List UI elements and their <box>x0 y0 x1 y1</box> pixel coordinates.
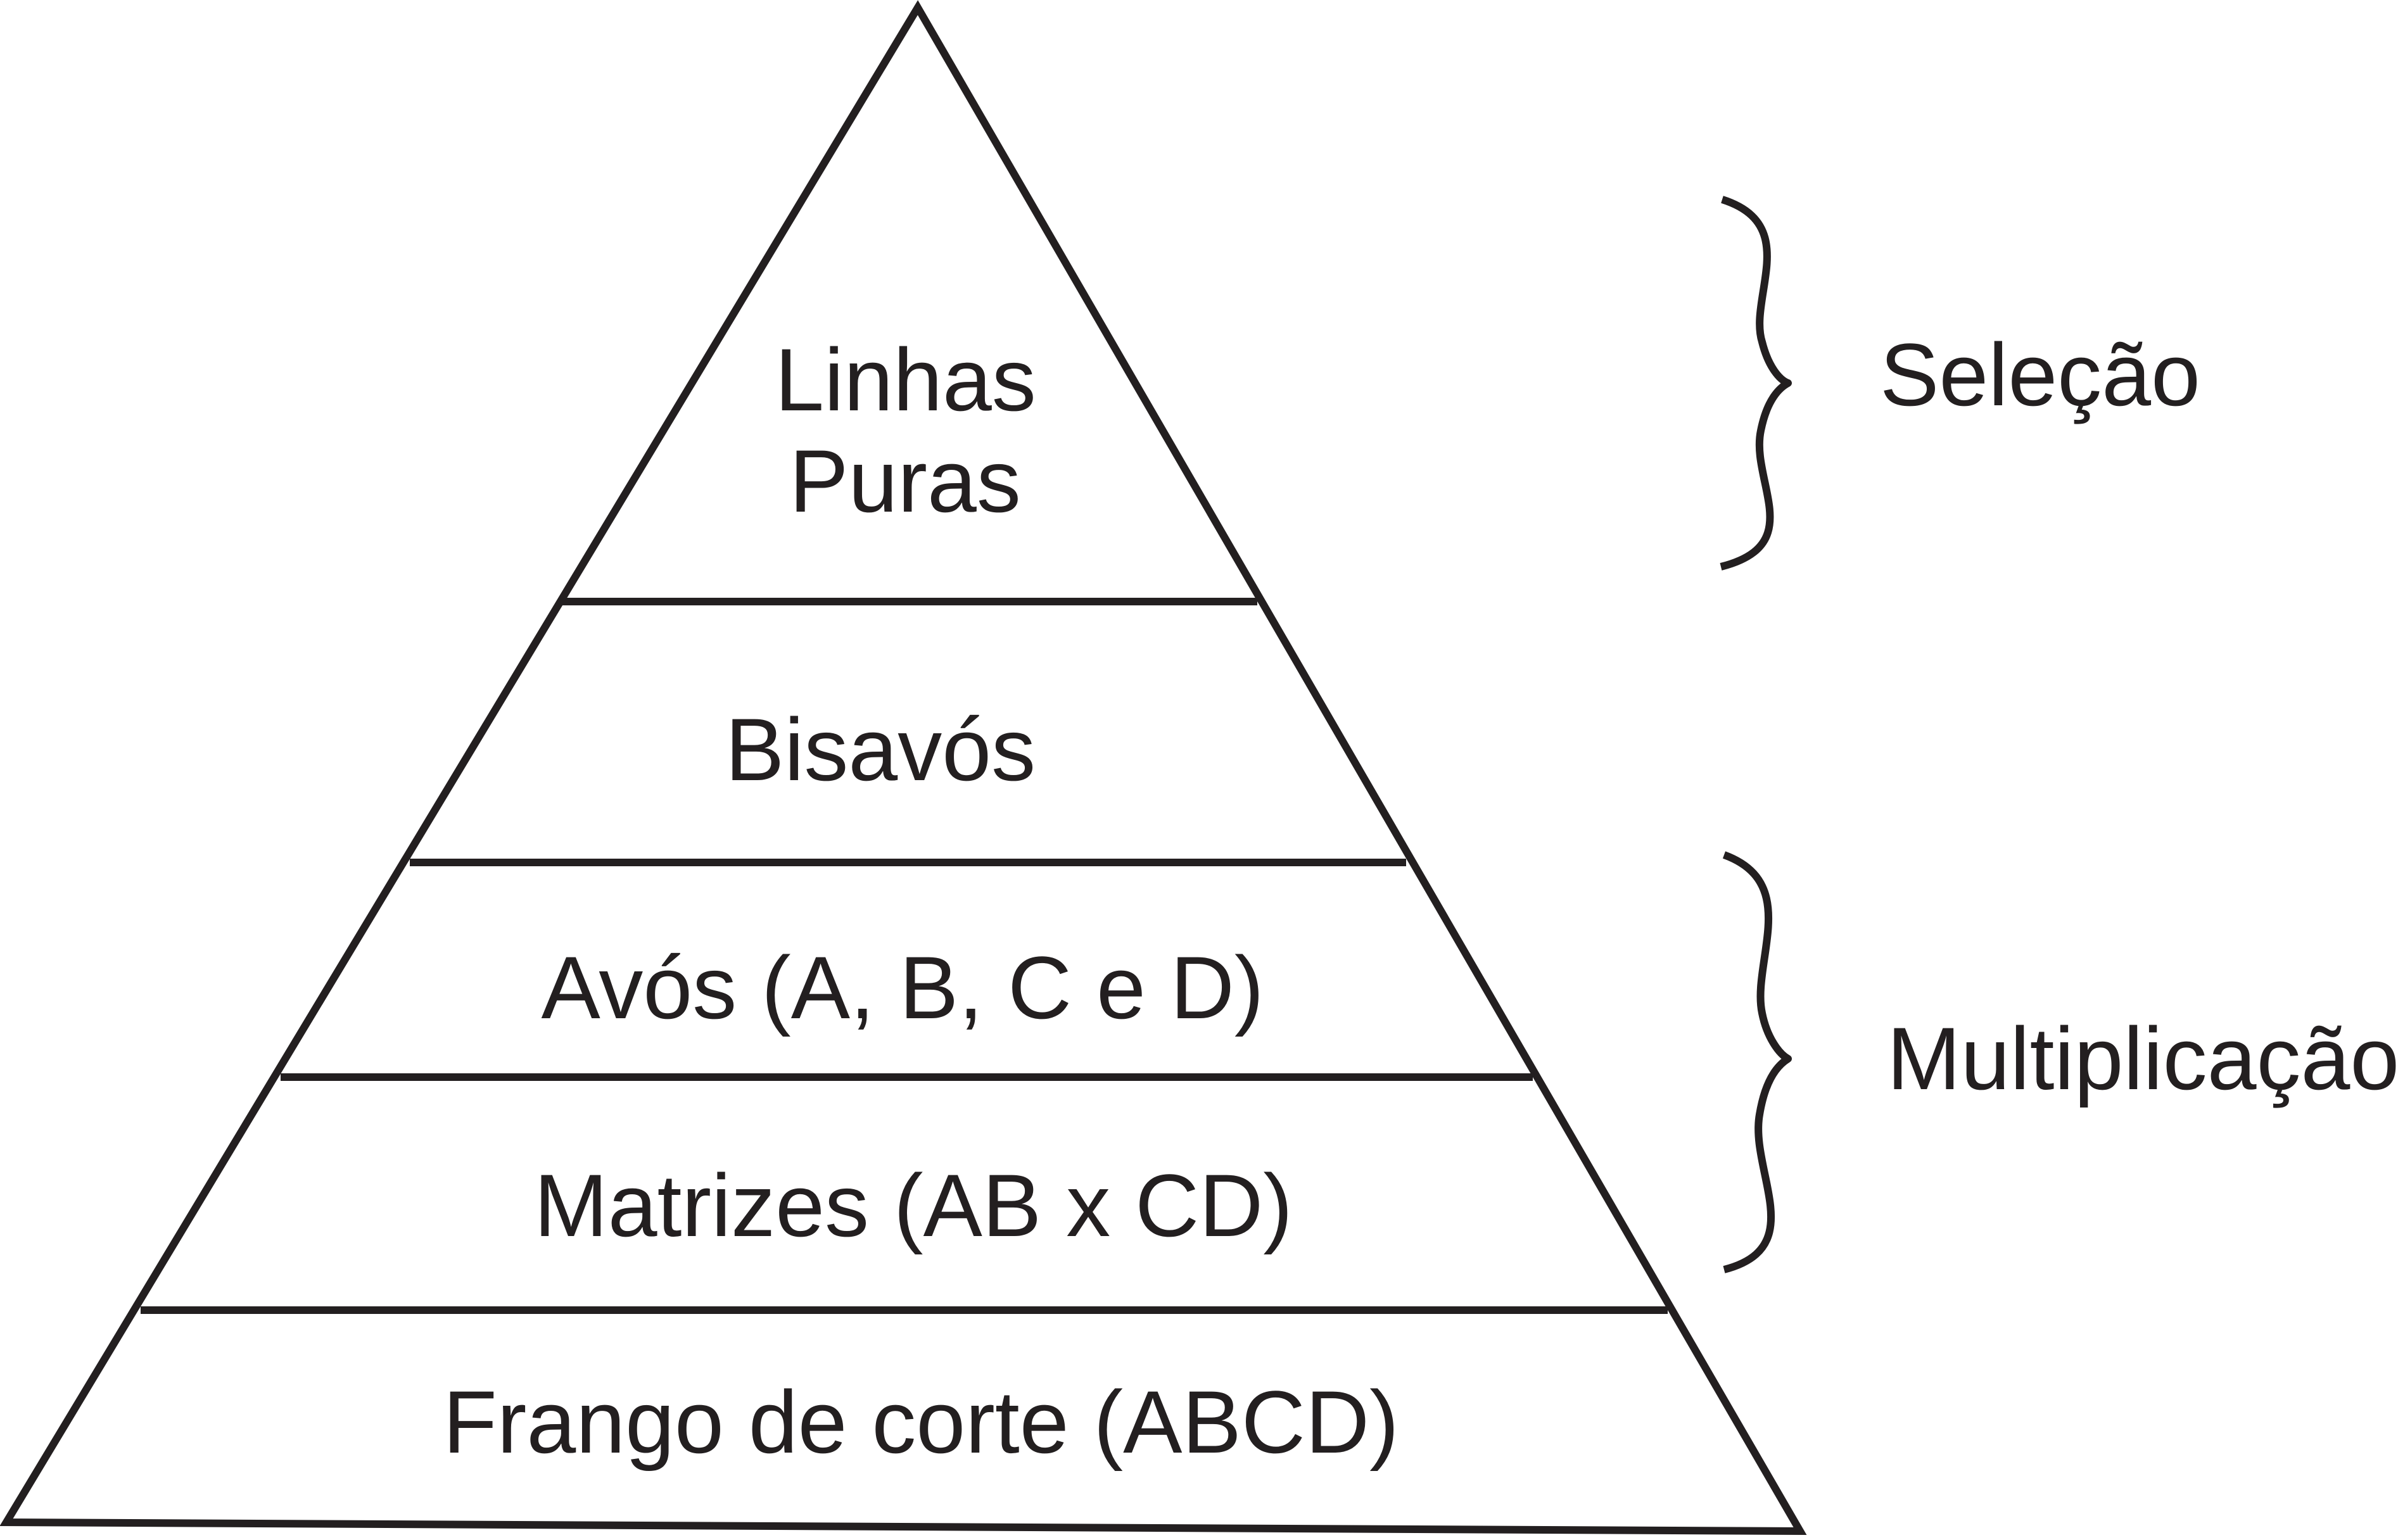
selection-label: Seleção <box>1880 325 2200 424</box>
pyramid-outline <box>0 0 1807 1536</box>
selection-brace <box>1720 196 1792 571</box>
tier-pure-lines-line-1: Linhas <box>775 330 1036 429</box>
tier-pure-lines-line-2: Puras <box>789 431 1021 531</box>
multiplication-brace <box>1722 851 1792 1273</box>
tier-pure-lines-label: Linhas Puras <box>775 330 1060 531</box>
tier-breeders-label: Matrizes (AB x CD) <box>534 1156 1293 1255</box>
multiplication-label: Multiplicação <box>1887 1009 2398 1108</box>
tier-grandparents-label: Avós (A, B, C e D) <box>541 938 1264 1037</box>
tier-great-grandparents-label: Bisavós <box>725 700 1036 799</box>
tier-broiler-label: Frango de corte (ABCD) <box>443 1372 1399 1472</box>
